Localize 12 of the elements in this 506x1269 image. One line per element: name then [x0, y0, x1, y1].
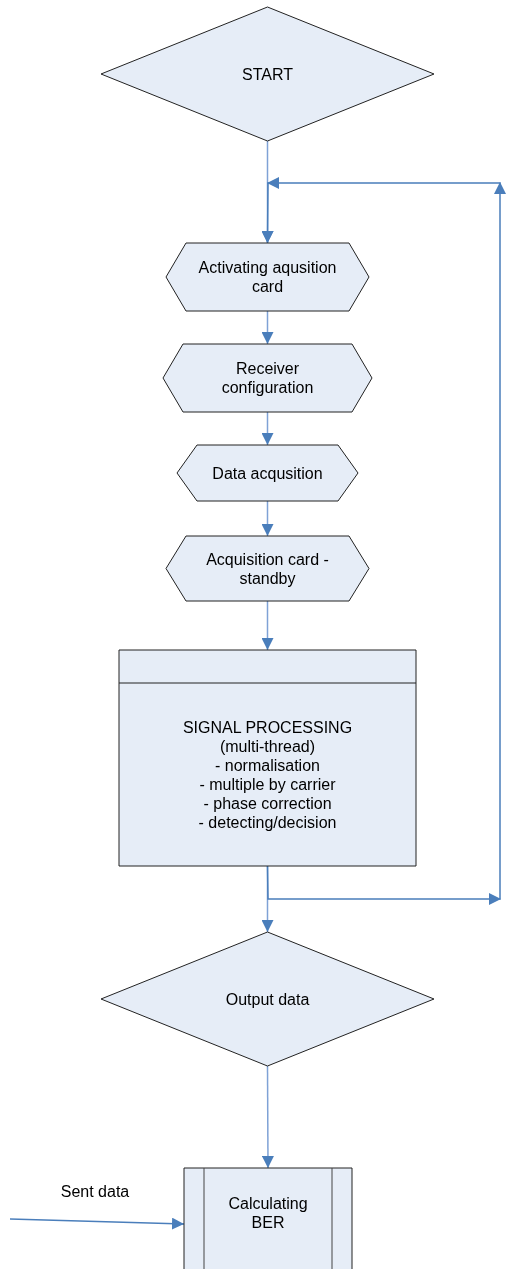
node-label: Acquisition card - standby	[205, 549, 330, 588]
node-label: Receiver configuration	[220, 359, 315, 397]
node-label: Output data	[225, 989, 310, 1009]
process-title: SIGNAL PROCESSING (multi-thread)	[181, 717, 354, 756]
list-item: - phase correction	[203, 793, 332, 813]
node-label: Data acqusition	[212, 463, 323, 483]
list-item: - multiple by carrier	[199, 774, 336, 794]
node-label: START	[242, 64, 293, 84]
node-label: Activating aqusition card	[197, 258, 338, 296]
list-item: - normalisation	[215, 755, 320, 775]
list-item: - detecting/decision	[198, 812, 337, 832]
node-label: Calculating BER	[227, 1194, 309, 1232]
